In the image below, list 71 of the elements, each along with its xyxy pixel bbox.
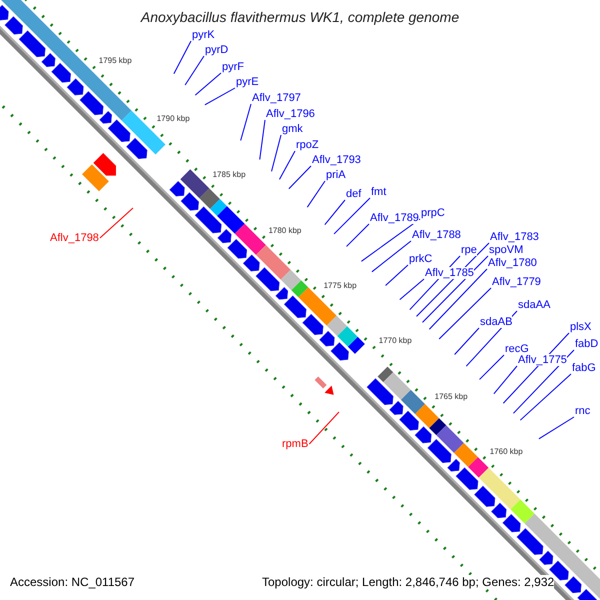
gene-label: rpoZ [296,139,319,151]
gene-label: recG [505,343,529,355]
gene-label: Aflv_1798 [50,232,99,244]
gene-label: Aflv_1779 [492,276,541,288]
gene-label: Aflv_1793 [312,154,361,166]
gene-label: Aflv_1783 [490,231,539,243]
gene-label: priA [326,169,346,181]
leader-line [324,200,346,226]
leader-line [346,224,370,247]
leader-line [278,150,296,180]
gene-label: Aflv_1796 [266,108,315,120]
leader-line [360,218,420,262]
leader-line [520,374,572,421]
leader-line [271,134,282,172]
leader-line [306,180,326,208]
leader-line [99,208,134,238]
gene-label: sdaAA [518,299,550,311]
leader-line [371,240,412,272]
gene-label: Aflv_1780 [488,257,537,269]
gene-label: rpmB [282,438,308,450]
scale-tick-label: 1775 kbp [324,280,357,290]
footer-text: Topology: circular; Length: 2,846,746 bp; Genes: 2,932 [262,575,554,589]
leader-line [454,328,480,356]
leader-line [479,354,504,380]
scale-tick-label: 1780 kbp [268,226,302,235]
gene-label: fmt [371,186,386,198]
leader-line [428,268,488,330]
gene-label: spoVM [489,244,524,256]
leader-line [422,256,488,323]
leader-line [259,120,266,160]
leader-line [538,416,574,440]
footer-text: Accession: NC_011567 [10,575,135,589]
gene-label: fabG [572,362,596,374]
gene-label: rpe [461,244,477,256]
leader-line [493,366,518,394]
scale-tick-label: 1785 kbp [212,170,246,179]
gene-label: plsX [570,321,592,333]
gene-label: gmk [282,123,303,135]
leader-line [438,288,492,340]
scale-tick-label: 1790 kbp [156,114,190,123]
leader-line [184,56,204,86]
leader-line [240,104,252,142]
gene-label: pyrF [222,61,244,73]
gene-label: Aflv_1797 [252,92,301,104]
leader-line [194,72,222,96]
gene-label: pyrD [205,44,228,56]
gene-label: def [346,188,362,200]
leader-line [334,198,370,234]
gene-label: Aflv_1789 [370,212,419,224]
leader-line [399,278,424,300]
gene-label: pyrK [192,29,215,41]
scale-tick-label: 1760 kbp [490,446,523,456]
gene-label: rnc [575,405,590,417]
leader-line [173,40,192,74]
title: Anoxybacillus flavithermus WK1, complete genome [139,9,460,25]
leader-line [385,264,408,286]
gene-label: pyrE [236,76,259,88]
gene-label: Aflv_1775 [518,354,567,366]
leader-line [204,88,236,106]
leader-line [288,166,312,190]
leader-line [512,350,574,414]
gene-label: prkC [409,253,432,265]
scale-tick-label: 1795 kbp [98,56,132,65]
gene-label: prpC [421,207,445,219]
gene-label: Aflv_1788 [412,229,461,241]
scale-tick-label: 1770 kbp [378,336,412,345]
gene-label: Aflv_1785 [425,267,474,279]
leader-line [308,412,340,444]
gene-label: sdaAB [480,316,512,328]
gene-label: fabD [575,338,598,350]
scale-tick-label: 1765 kbp [434,392,468,401]
